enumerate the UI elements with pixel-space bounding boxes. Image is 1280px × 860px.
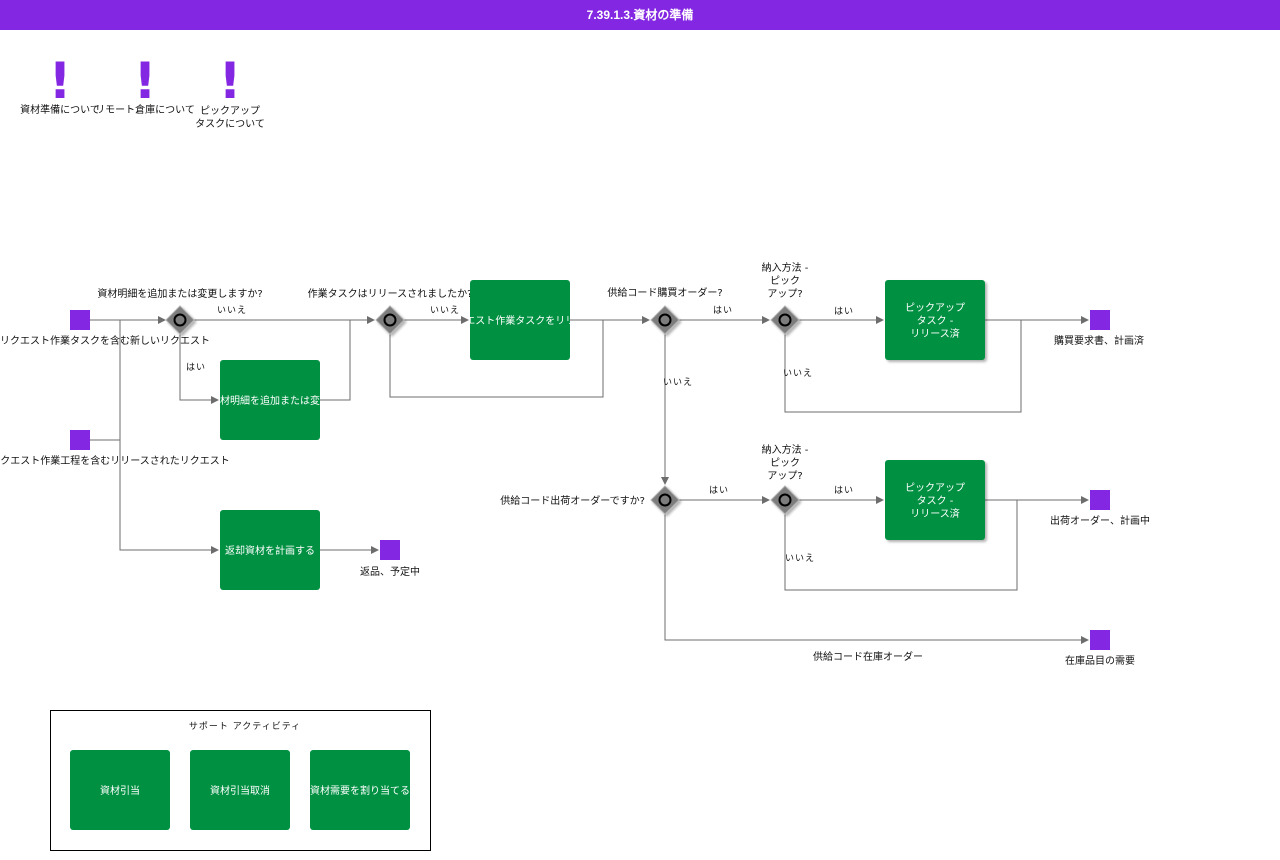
task-label: 資材需要を割り当てる: [310, 784, 410, 797]
support-item-unreserve-material[interactable]: 資材引当取消: [190, 750, 290, 830]
gateway-label: アップ?: [767, 470, 802, 482]
note-pickup-task[interactable]: ! ピックアップ タスクについて: [195, 52, 265, 130]
gateway-label: 供給コード購買オーダー?: [607, 286, 722, 299]
task-label: 返却資材を計画する: [225, 544, 315, 557]
note-label: 資材準備について: [20, 103, 100, 116]
gateway-label: 供給コード出荷オーダーですか?: [500, 494, 645, 507]
flow-label: はい: [713, 305, 733, 316]
gateway-delivery-pickup-1[interactable]: 納入方法 - ピック アップ?: [762, 261, 809, 335]
start-event-released-request[interactable]: リクエスト作業工程を含むリリースされたリクエスト: [0, 430, 230, 467]
gateway-label: ピック: [770, 457, 800, 469]
flow-label: いいえ: [663, 377, 693, 388]
gateway-label: 納入方法 -: [762, 443, 809, 456]
gateway-add-change-material[interactable]: 資材明細を追加または変更しますか?: [97, 287, 263, 335]
task-label: 資材引当: [100, 784, 140, 797]
flow-label: はい: [186, 362, 206, 373]
event-label: 在庫品目の需要: [1065, 654, 1135, 667]
task-add-change-material[interactable]: 資材明細を追加または変更: [210, 360, 330, 440]
task-label: 資材明細を追加または変更: [210, 394, 330, 407]
task-label: リリース済: [910, 507, 960, 520]
exclamation-icon: !: [219, 52, 242, 110]
gateway-label: ピック: [770, 275, 800, 287]
task-pickup-released-1[interactable]: ピックアップ タスク - リリース済: [885, 280, 985, 360]
flow-label: はい: [834, 306, 854, 317]
support-item-material-reservation[interactable]: 資材引当: [70, 750, 170, 830]
gateway-delivery-pickup-2[interactable]: 納入方法 - ピック アップ?: [762, 443, 809, 515]
page-title: 7.39.1.3.資材の準備: [0, 0, 1280, 30]
task-release-work-task[interactable]: リクエスト作業タスクをリリース: [445, 280, 595, 360]
task-label: リリース済: [910, 327, 960, 340]
note-label: リモート倉庫について: [95, 103, 195, 116]
task-label: ピックアップ: [905, 482, 965, 494]
exclamation-icon: !: [134, 52, 157, 110]
end-event-inventory-demand[interactable]: 在庫品目の需要: [1065, 630, 1135, 667]
task-label: タスク -: [917, 315, 954, 327]
flow-label: いいえ: [785, 553, 815, 564]
gateway-label: アップ?: [767, 288, 802, 300]
end-event-return-planned[interactable]: 返品、予定中: [360, 540, 420, 578]
flow-label: はい: [709, 485, 729, 496]
event-label: リクエスト作業工程を含むリリースされたリクエスト: [0, 454, 230, 467]
support-title: サポート アクティビティ: [189, 721, 301, 732]
event-label: 購買要求書、計画済: [1054, 334, 1144, 347]
task-label: 資材引当取消: [210, 784, 270, 797]
end-event-shipment-order[interactable]: 出荷オーダー、計画中: [1050, 490, 1150, 527]
flow-label: いいえ: [783, 368, 813, 379]
support-activities: サポート アクティビティ 資材引当 資材引当取消 資材需要を割り当てる: [50, 710, 431, 851]
event-label: 返品、予定中: [360, 565, 420, 578]
task-pickup-released-2[interactable]: ピックアップ タスク - リリース済: [885, 460, 985, 540]
exclamation-icon: !: [49, 52, 72, 110]
event-label: 出荷オーダー、計画中: [1050, 514, 1150, 527]
gateway-supply-code-shipment[interactable]: 供給コード出荷オーダーですか?: [500, 485, 680, 515]
gateway-label: 資材明細を追加または変更しますか?: [97, 287, 262, 300]
flow-label: 供給コード在庫オーダー: [813, 650, 923, 663]
gateway-label: 作業タスクはリリースされましたか?: [308, 287, 473, 300]
note-label: ピックアップ: [200, 105, 260, 117]
connectors: [90, 316, 1089, 644]
flow-label: はい: [834, 485, 854, 496]
note-material-prep[interactable]: ! 資材準備について: [20, 52, 100, 116]
gateway-label: 納入方法 -: [762, 261, 809, 274]
start-event-new-request[interactable]: リクエスト作業タスクを含む新しいリクエスト: [0, 310, 210, 347]
gateway-task-released[interactable]: 作業タスクはリリースされましたか?: [308, 287, 473, 335]
task-label: タスク -: [917, 495, 954, 507]
gateway-supply-code-purchase[interactable]: 供給コード購買オーダー?: [607, 286, 723, 335]
support-item-allocate-material-demand[interactable]: 資材需要を割り当てる: [310, 750, 410, 830]
task-label: ピックアップ: [905, 302, 965, 314]
note-label: タスクについて: [195, 118, 265, 130]
end-event-purchase-requisition[interactable]: 購買要求書、計画済: [1054, 310, 1144, 347]
note-remote-warehouse[interactable]: ! リモート倉庫について: [95, 52, 195, 116]
task-label: リクエスト作業タスクをリリース: [445, 314, 595, 327]
flow-label: いいえ: [217, 305, 247, 316]
event-label: リクエスト作業タスクを含む新しいリクエスト: [0, 334, 210, 347]
flow-label: いいえ: [430, 305, 460, 316]
task-plan-return-material[interactable]: 返却資材を計画する: [220, 510, 320, 590]
